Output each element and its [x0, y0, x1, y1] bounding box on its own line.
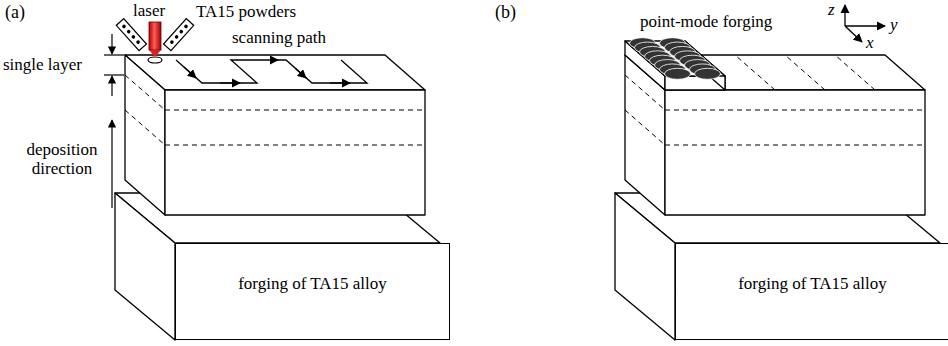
substrate-label: forging of TA15 alloy — [676, 274, 948, 294]
powder-label: TA15 powders — [196, 2, 296, 22]
axis-label: z — [828, 0, 835, 20]
laser-label: laser — [133, 1, 165, 21]
substrate-face: forging of TA15 alloy — [175, 243, 450, 340]
forging-label: point-mode forging — [640, 12, 772, 32]
axis-label: x — [866, 33, 874, 53]
forging-spot — [695, 68, 721, 79]
panel-label: (a) — [5, 2, 25, 22]
direction-label: deposition direction — [20, 140, 104, 178]
substrate-face: forging of TA15 alloy — [675, 243, 948, 340]
substrate-label: forging of TA15 alloy — [176, 274, 449, 294]
forging-spot — [665, 68, 691, 79]
layer-label: single layer — [3, 55, 82, 75]
axis-label: y — [890, 15, 898, 35]
path-label: scanning path — [232, 28, 326, 48]
panel-label: (b) — [495, 2, 516, 22]
